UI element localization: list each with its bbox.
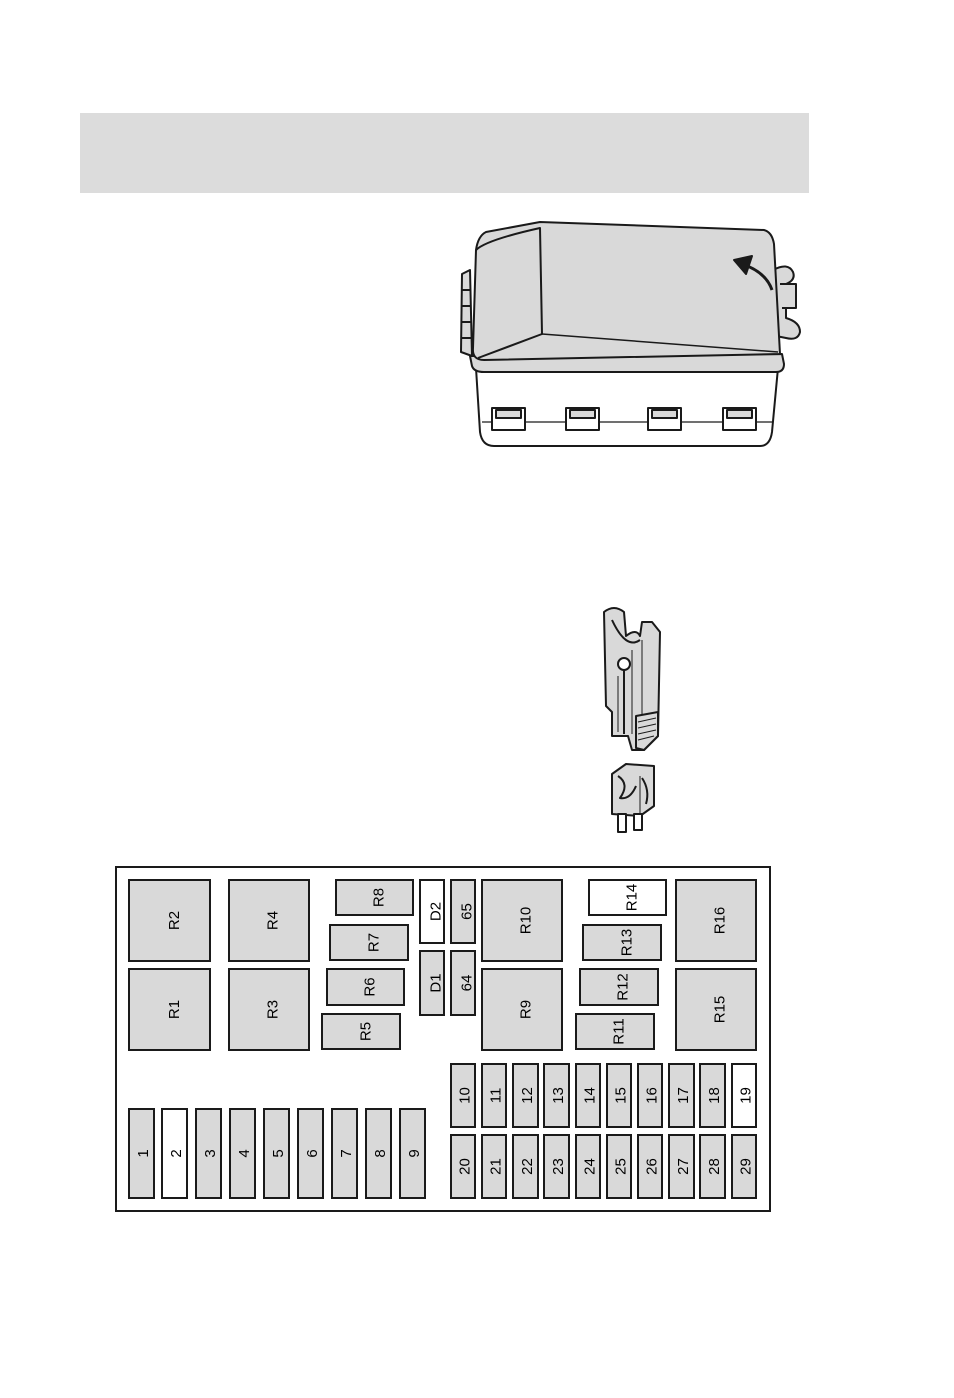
fuse-14: 14 <box>576 1064 600 1127</box>
svg-text:9: 9 <box>406 1149 423 1157</box>
svg-text:R10: R10 <box>518 907 535 935</box>
svg-text:16: 16 <box>644 1087 661 1104</box>
relay-r15: R15 <box>676 969 756 1050</box>
fuse-13: 13 <box>544 1064 569 1127</box>
svg-text:25: 25 <box>613 1158 630 1175</box>
svg-text:R1: R1 <box>166 1000 183 1019</box>
fuse-23: 23 <box>544 1135 569 1198</box>
svg-text:R8: R8 <box>371 888 388 907</box>
fuse-9: 9 <box>400 1109 425 1198</box>
fuse-24: 24 <box>576 1135 600 1198</box>
svg-text:64: 64 <box>459 975 476 992</box>
relay-r13: R13 <box>583 925 661 960</box>
svg-text:23: 23 <box>550 1158 567 1175</box>
fuse-17: 17 <box>669 1064 694 1127</box>
relay-r8: R8 <box>336 880 413 915</box>
svg-text:11: 11 <box>488 1088 505 1104</box>
relay-r10: R10 <box>482 880 562 961</box>
relay-r3: R3 <box>229 969 309 1050</box>
svg-text:4: 4 <box>236 1149 253 1157</box>
svg-text:17: 17 <box>675 1087 692 1104</box>
svg-text:R16: R16 <box>712 907 729 935</box>
svg-text:R13: R13 <box>619 929 636 957</box>
fuse-16: 16 <box>638 1064 662 1127</box>
svg-text:D1: D1 <box>428 973 445 992</box>
svg-text:19: 19 <box>738 1087 755 1104</box>
svg-text:R2: R2 <box>166 911 183 930</box>
fuse-2: 2 <box>162 1109 187 1198</box>
svg-text:R14: R14 <box>624 884 641 912</box>
svg-text:R7: R7 <box>366 933 383 952</box>
relay-r4: R4 <box>229 880 309 961</box>
svg-text:R11: R11 <box>611 1018 628 1044</box>
svg-text:8: 8 <box>372 1149 389 1157</box>
fuse-7: 7 <box>332 1109 357 1198</box>
fuse-64: 64 <box>451 951 476 1015</box>
relay-r2: R2 <box>129 880 210 961</box>
relay-r1: R1 <box>129 969 210 1050</box>
fuse-5: 5 <box>264 1109 289 1198</box>
svg-text:R12: R12 <box>615 973 632 1001</box>
relay-r7: R7 <box>330 925 408 960</box>
fuse-3: 3 <box>196 1109 221 1198</box>
fuse-28: 28 <box>700 1135 725 1198</box>
diode-d2: D2 <box>420 880 445 943</box>
diode-d1: D1 <box>420 951 445 1015</box>
svg-text:5: 5 <box>270 1149 287 1157</box>
svg-text:2: 2 <box>168 1149 185 1157</box>
relay-r6: R6 <box>327 969 404 1005</box>
fuse-6: 6 <box>298 1109 323 1198</box>
svg-text:26: 26 <box>644 1158 661 1175</box>
svg-text:R4: R4 <box>265 911 282 930</box>
relay-r12: R12 <box>580 969 658 1005</box>
svg-text:22: 22 <box>519 1158 536 1175</box>
fuse-11: 11 <box>482 1064 506 1127</box>
fuse-8: 8 <box>366 1109 391 1198</box>
fuse-4: 4 <box>230 1109 255 1198</box>
svg-text:21: 21 <box>488 1158 505 1175</box>
svg-text:R9: R9 <box>518 1000 535 1019</box>
fuse-29: 29 <box>732 1135 756 1198</box>
svg-text:D2: D2 <box>428 902 445 921</box>
svg-text:14: 14 <box>582 1087 599 1104</box>
svg-text:27: 27 <box>675 1158 692 1175</box>
svg-text:65: 65 <box>459 903 476 920</box>
svg-text:R15: R15 <box>712 996 729 1024</box>
svg-text:6: 6 <box>304 1149 321 1157</box>
fuse-15: 15 <box>607 1064 631 1127</box>
fuse-25: 25 <box>607 1135 631 1198</box>
svg-text:3: 3 <box>202 1149 219 1157</box>
svg-text:28: 28 <box>706 1158 723 1175</box>
fuse-26: 26 <box>638 1135 662 1198</box>
fuse-22: 22 <box>513 1135 538 1198</box>
fuse-65: 65 <box>451 880 476 943</box>
relay-r11: R11 <box>576 1014 654 1049</box>
svg-text:R6: R6 <box>362 977 379 996</box>
svg-text:10: 10 <box>457 1087 474 1104</box>
relay-r5: R5 <box>322 1014 400 1049</box>
relay-r9: R9 <box>482 969 562 1050</box>
svg-text:15: 15 <box>613 1087 630 1104</box>
relay-r16: R16 <box>676 880 756 961</box>
svg-text:13: 13 <box>550 1087 567 1104</box>
svg-text:18: 18 <box>706 1087 723 1104</box>
fuse-20: 20 <box>451 1135 475 1198</box>
fuse-1: 1 <box>129 1109 154 1198</box>
svg-text:24: 24 <box>582 1158 599 1175</box>
svg-text:R5: R5 <box>358 1022 375 1041</box>
svg-text:1: 1 <box>135 1149 152 1157</box>
fuse-21: 21 <box>482 1135 506 1198</box>
svg-text:7: 7 <box>338 1149 355 1157</box>
svg-text:20: 20 <box>457 1158 474 1175</box>
fuse-18: 18 <box>700 1064 725 1127</box>
fuse-12: 12 <box>513 1064 538 1127</box>
fuse-10: 10 <box>451 1064 475 1127</box>
svg-text:29: 29 <box>738 1158 755 1175</box>
fuse-19: 19 <box>732 1064 756 1127</box>
svg-text:12: 12 <box>519 1087 536 1104</box>
relay-r14: R14 <box>589 880 666 915</box>
fuse-27: 27 <box>669 1135 694 1198</box>
svg-text:R3: R3 <box>265 1000 282 1019</box>
